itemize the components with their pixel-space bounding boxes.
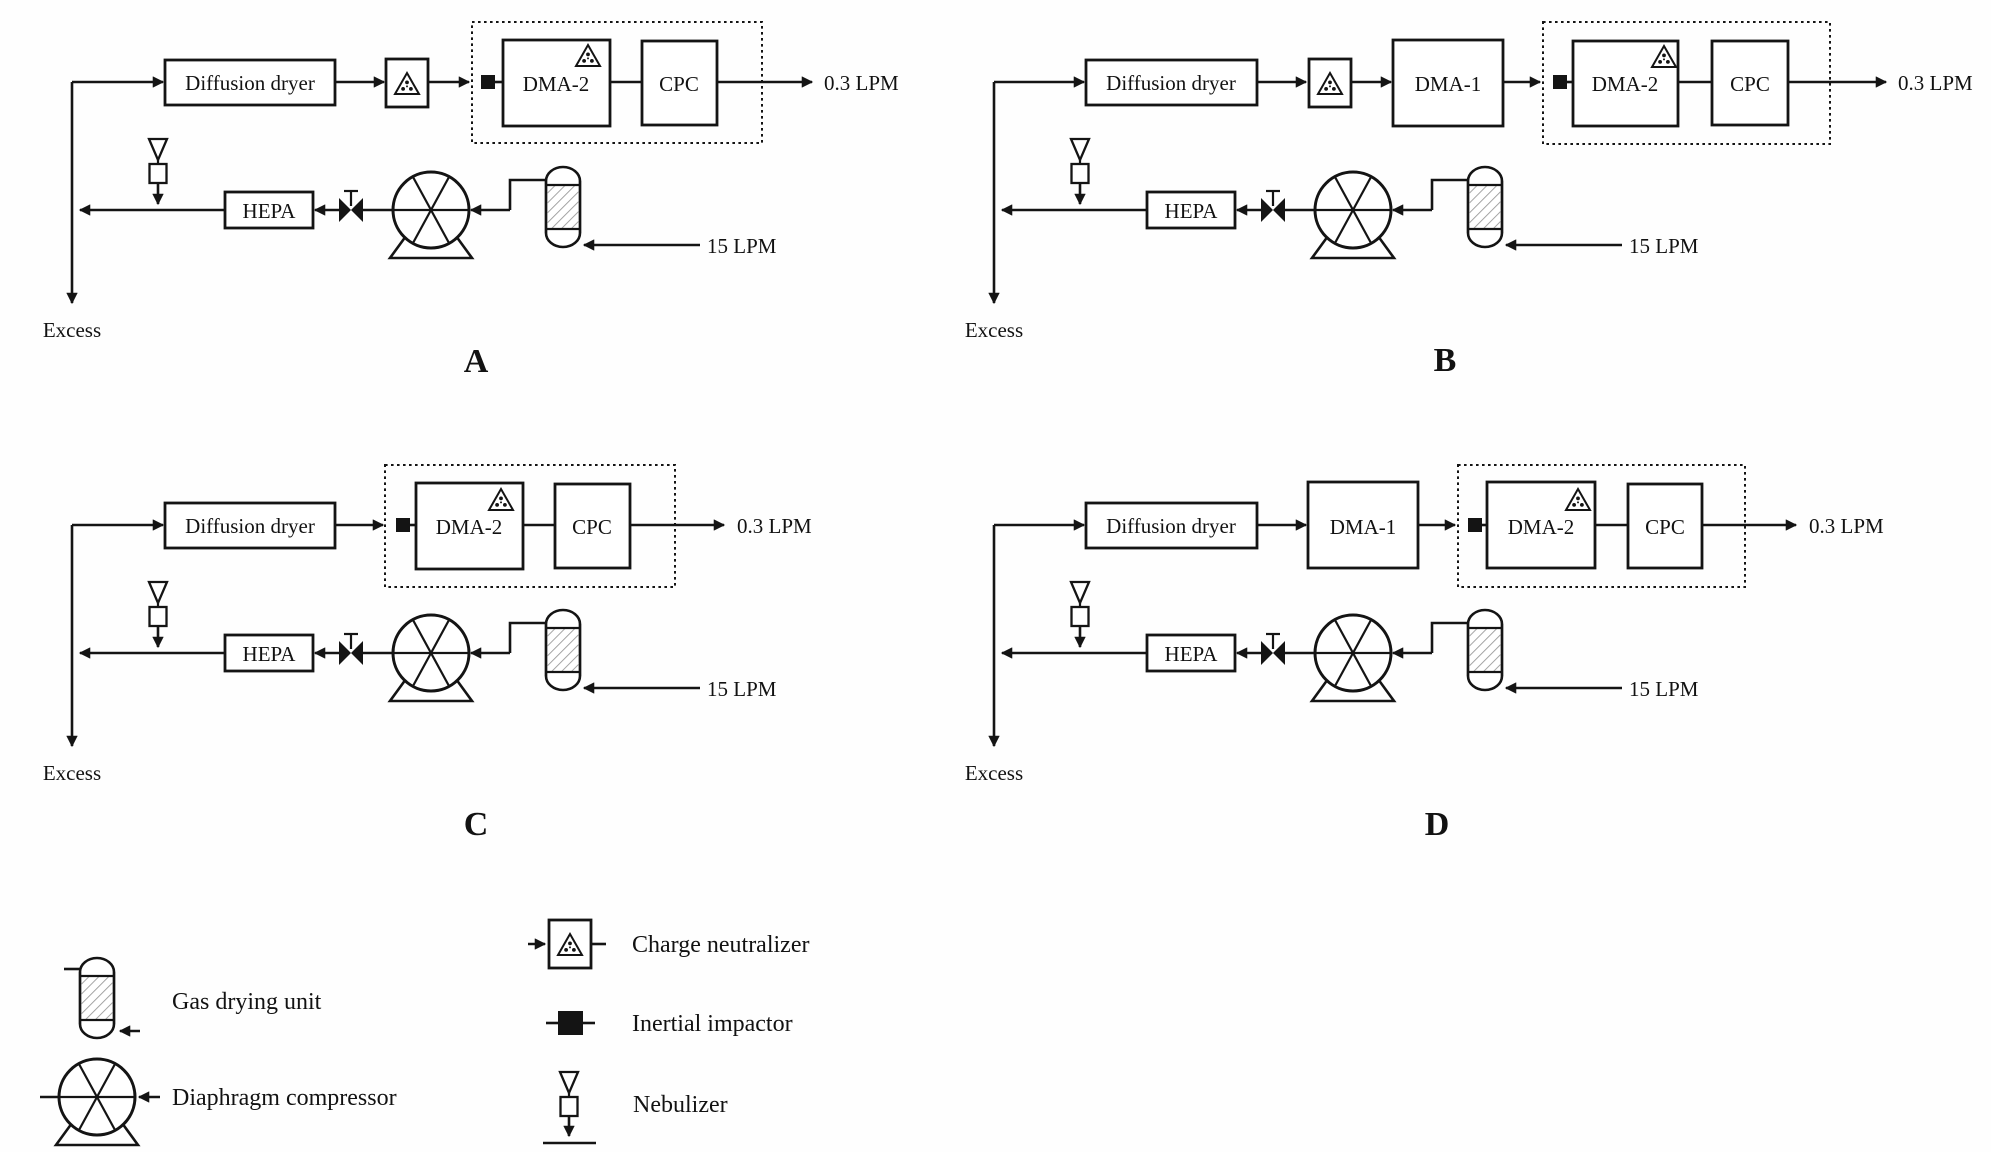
diffusion-dryer-label: Diffusion dryer bbox=[1106, 71, 1236, 95]
nebulizer-icon bbox=[1069, 137, 1091, 185]
valve-icon bbox=[1259, 189, 1287, 224]
panel-d: Diffusion dryer DMA-1 DMA-2 CPC 0.3 LPM … bbox=[965, 464, 1884, 843]
excess-label: Excess bbox=[43, 761, 101, 785]
cpc-label: CPC bbox=[659, 72, 699, 96]
dma2-cpc-group-box bbox=[384, 464, 676, 588]
diaphragm-compressor-icon bbox=[388, 613, 474, 703]
diffusion-dryer-label: Diffusion dryer bbox=[185, 514, 315, 538]
legend-item-inertial-impactor: Inertial impactor bbox=[546, 1011, 793, 1037]
gas-drying-unit-icon bbox=[78, 956, 116, 1040]
inertial-impactor-icon bbox=[558, 1011, 583, 1035]
inertial-impactor-icon bbox=[1468, 518, 1482, 532]
hepa-label: HEPA bbox=[1165, 642, 1219, 666]
gas-drying-unit-label: Gas drying unit bbox=[172, 989, 322, 1015]
hepa-box bbox=[1145, 190, 1237, 230]
valve-icon bbox=[1259, 632, 1287, 667]
outlet-flow-label: 0.3 LPM bbox=[737, 514, 812, 538]
cpc-box bbox=[553, 482, 632, 570]
dma2-label: DMA-2 bbox=[436, 515, 503, 539]
hepa-box bbox=[223, 190, 315, 230]
dma2-label: DMA-2 bbox=[1508, 515, 1575, 539]
nebulizer-icon bbox=[147, 580, 169, 628]
charge-neutralizer-icon bbox=[386, 59, 428, 107]
inertial-impactor-icon bbox=[396, 518, 410, 532]
dma2-box bbox=[1571, 39, 1680, 128]
legend-item-gas-drying-unit: Gas drying unit bbox=[64, 956, 322, 1040]
panel-letter: C bbox=[464, 806, 489, 843]
charge-neutralizer-icon bbox=[1309, 59, 1351, 107]
legend-item-diaphragm-compressor: Diaphragm compressor bbox=[40, 1057, 397, 1147]
flow-line bbox=[1430, 178, 1468, 210]
excess-label: Excess bbox=[43, 318, 101, 342]
excess-label: Excess bbox=[965, 761, 1023, 785]
gas-drying-unit-icon bbox=[544, 165, 582, 249]
panel-letter: B bbox=[1434, 342, 1457, 379]
nebulizer-icon bbox=[147, 137, 169, 185]
diffusion-dryer-label: Diffusion dryer bbox=[1106, 514, 1236, 538]
nebulizer-icon bbox=[558, 1070, 580, 1118]
charge-neutralizer-icon bbox=[549, 920, 591, 968]
gas-drying-unit-icon bbox=[1466, 165, 1504, 249]
diaphragm-compressor-icon bbox=[388, 170, 474, 260]
dma2-label: DMA-2 bbox=[1592, 72, 1659, 96]
inlet-flow-label: 15 LPM bbox=[707, 677, 777, 701]
dma2-label: DMA-2 bbox=[523, 72, 590, 96]
valve-icon bbox=[337, 189, 365, 224]
gas-drying-unit-icon bbox=[544, 608, 582, 692]
cpc-label: CPC bbox=[572, 515, 612, 539]
cpc-label: CPC bbox=[1645, 515, 1685, 539]
panel-c: Diffusion dryer DMA-2 CPC 0.3 LPM HEPA 1… bbox=[43, 464, 812, 843]
inertial-impactor-icon bbox=[1553, 75, 1567, 89]
flow-line bbox=[1430, 621, 1468, 653]
hepa-box bbox=[223, 633, 315, 673]
outlet-flow-label: 0.3 LPM bbox=[1898, 71, 1973, 95]
nebulizer-icon bbox=[1069, 580, 1091, 628]
diaphragm-compressor-icon bbox=[1310, 613, 1396, 703]
charge-neutralizer-label: Charge neutralizer bbox=[632, 932, 809, 958]
panel-letter: D bbox=[1425, 806, 1450, 843]
legend-item-nebulizer: Nebulizer bbox=[543, 1070, 728, 1145]
inlet-flow-label: 15 LPM bbox=[707, 234, 777, 258]
hepa-label: HEPA bbox=[243, 199, 297, 223]
inlet-flow-label: 15 LPM bbox=[1629, 234, 1699, 258]
valve-icon bbox=[337, 632, 365, 667]
excess-label: Excess bbox=[965, 318, 1023, 342]
nebulizer-label: Nebulizer bbox=[633, 1092, 728, 1118]
gas-drying-unit-icon bbox=[1466, 608, 1504, 692]
dma1-label: DMA-1 bbox=[1330, 515, 1397, 539]
cpc-box bbox=[640, 39, 719, 127]
inertial-impactor-label: Inertial impactor bbox=[632, 1011, 793, 1037]
inertial-impactor-icon bbox=[481, 75, 495, 89]
diaphragm-compressor-icon bbox=[54, 1057, 140, 1147]
diffusion-dryer-label: Diffusion dryer bbox=[185, 71, 315, 95]
hepa-box bbox=[1145, 633, 1237, 673]
panel-a: Diffusion dryer DMA-2 CPC 0.3 LPM HEPA 1… bbox=[43, 21, 899, 380]
flow-line bbox=[508, 178, 546, 210]
dma1-label: DMA-1 bbox=[1415, 72, 1482, 96]
outlet-flow-label: 0.3 LPM bbox=[1809, 514, 1884, 538]
inlet-flow-label: 15 LPM bbox=[1629, 677, 1699, 701]
outlet-flow-label: 0.3 LPM bbox=[824, 71, 899, 95]
legend: Gas drying unit Diaphragm compressor Cha… bbox=[40, 920, 809, 1147]
cpc-label: CPC bbox=[1730, 72, 1770, 96]
hepa-label: HEPA bbox=[243, 642, 297, 666]
flow-line bbox=[508, 621, 546, 653]
diaphragm-compressor-label: Diaphragm compressor bbox=[172, 1085, 397, 1111]
panel-b: Diffusion dryer DMA-1 DMA-2 CPC 0.3 LPM … bbox=[965, 21, 1973, 379]
cpc-box bbox=[1710, 39, 1790, 127]
diaphragm-compressor-icon bbox=[1310, 170, 1396, 260]
hepa-label: HEPA bbox=[1165, 199, 1219, 223]
legend-item-charge-neutralizer: Charge neutralizer bbox=[528, 920, 809, 968]
panel-letter: A bbox=[464, 343, 489, 380]
